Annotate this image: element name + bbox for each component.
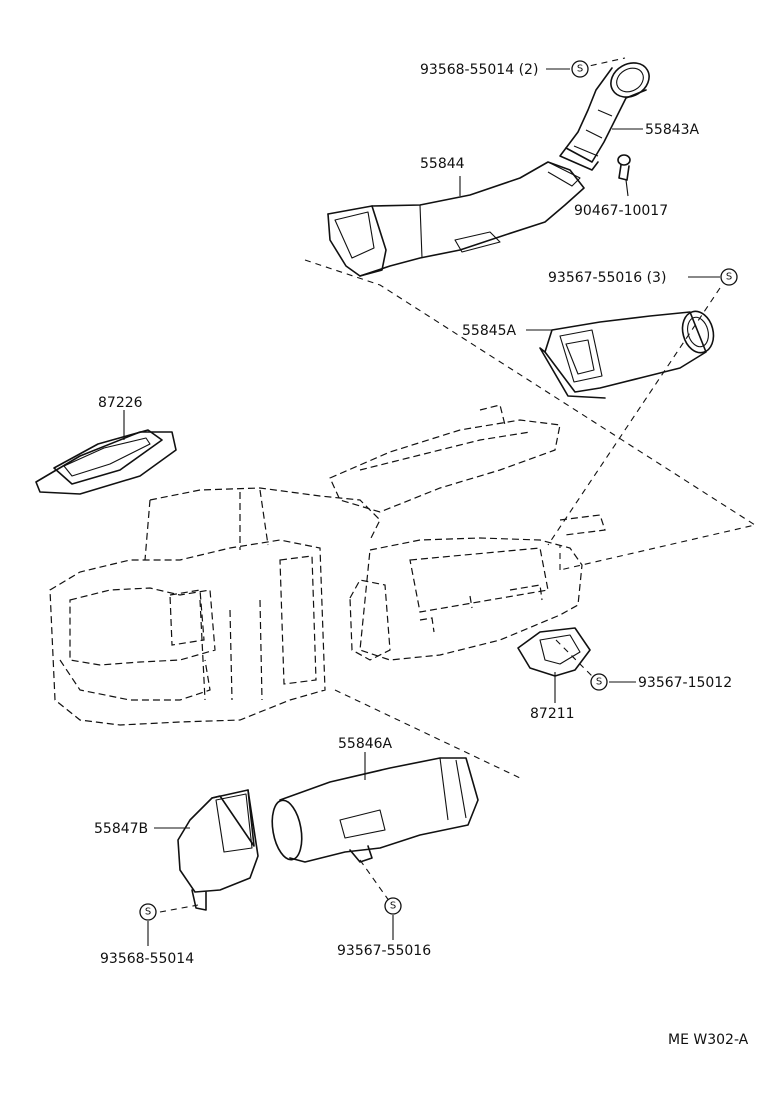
svg-text:S: S — [577, 64, 583, 75]
label-55846a: 55846A — [338, 736, 393, 752]
leader-lines — [123, 68, 720, 946]
main-heater-assembly — [49, 404, 606, 726]
svg-text:S: S — [596, 677, 602, 688]
duct-55846a[interactable] — [268, 757, 479, 863]
duct-55844[interactable] — [327, 161, 585, 277]
label-93568-55014-qty2: 93568-55014 (2) — [420, 62, 538, 78]
screw-symbol-5: S — [384, 897, 402, 915]
svg-text:S: S — [390, 901, 396, 912]
assembly-reference-lines — [159, 57, 757, 913]
screw-symbol-1: S — [571, 60, 589, 78]
duct-55845a[interactable] — [539, 308, 718, 399]
label-87226: 87226 — [98, 395, 143, 411]
svg-text:S: S — [145, 907, 151, 918]
label-55844: 55844 — [420, 156, 465, 172]
screw-symbol-3: S — [590, 673, 608, 691]
duct-87211[interactable] — [517, 627, 591, 677]
screw-symbol-4: S — [139, 903, 157, 921]
label-55845a: 55845A — [462, 323, 517, 339]
label-93567-55016-qty3: 93567-55016 (3) — [548, 270, 666, 286]
label-93567-15012: 93567-15012 — [638, 675, 732, 691]
screw-symbol-2: S — [720, 268, 738, 286]
elbow-duct-55843a[interactable] — [559, 56, 655, 171]
duct-55847b[interactable] — [177, 789, 259, 911]
grille-87226[interactable] — [35, 429, 177, 495]
label-87211: 87211 — [530, 706, 575, 722]
label-55847b: 55847B — [94, 821, 148, 837]
footer-diagram-code: ME W302-A — [668, 1032, 749, 1048]
label-93567-55016: 93567-55016 — [337, 943, 431, 959]
clip-90467-10017[interactable] — [617, 154, 631, 181]
label-55843a: 55843A — [645, 122, 700, 138]
label-90467-10017: 90467-10017 — [574, 203, 668, 219]
svg-text:S: S — [726, 272, 732, 283]
label-93568-55014: 93568-55014 — [100, 951, 194, 967]
